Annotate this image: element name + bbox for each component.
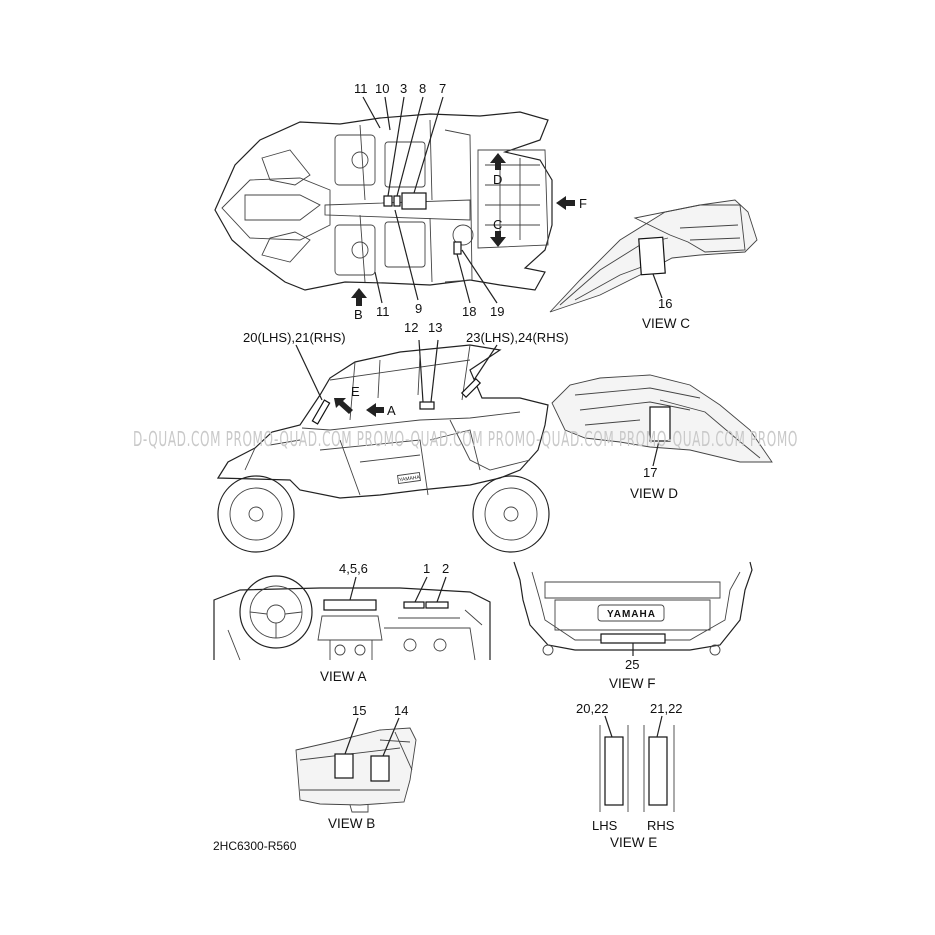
view-e-label-lhs: LHS (592, 818, 618, 833)
view-b-panel (295, 727, 417, 806)
top-callout-10: 10 (375, 81, 389, 96)
decal-marker-14 (370, 755, 390, 782)
decal-marker-12-13 (419, 401, 435, 410)
view-e-callout-21-22: 21,22 (650, 701, 683, 716)
steering-wheel (239, 575, 313, 649)
view-f-badge-label: YAMAHA (607, 609, 656, 620)
decal-marker-16 (638, 236, 666, 276)
watermark: D-QUAD.COM PROMO-QUAD.COM PROMO-QUAD.COM… (133, 427, 798, 451)
top-view-leaders (362, 96, 498, 304)
side-view: YAMAHA 20(LHS),21(RHS) 12 13 23(LHS),24(… (216, 320, 569, 553)
svg-text:D: D (493, 172, 502, 187)
view-d-caption: VIEW D (630, 486, 678, 501)
view-a-callout-4-5-6: 4,5,6 (339, 561, 368, 576)
decal-marker-15 (334, 753, 354, 779)
bottom-callout-11: 11 (376, 304, 390, 319)
view-e-callout-20-22: 20,22 (576, 701, 609, 716)
decal-marker-18 (453, 241, 462, 255)
decal-marker-2 (425, 601, 449, 609)
side-view-badge (397, 471, 421, 485)
view-b: 15 14 VIEW B (295, 703, 417, 831)
view-e-label-rhs: RHS (647, 818, 675, 833)
view-d: 17 VIEW D (551, 374, 773, 501)
view-a-callout-2: 2 (442, 561, 449, 576)
view-a-callout-1: 1 (423, 561, 430, 576)
svg-text:A: A (387, 403, 396, 418)
view-b-caption: VIEW B (328, 816, 375, 831)
decal-marker-8 (393, 195, 401, 207)
arrow-e: E (334, 384, 360, 414)
arrow-d: D (490, 153, 506, 187)
svg-text:B: B (354, 307, 363, 322)
decal-marker-17 (649, 406, 671, 442)
top-view-body-outline (214, 111, 553, 291)
view-f-callout-25: 25 (625, 657, 639, 672)
decal-marker-7 (401, 192, 427, 210)
view-c: 16 VIEW C (549, 199, 758, 331)
view-d-callout-17: 17 (643, 465, 657, 480)
arrow-b: B (351, 288, 367, 322)
side-view-leaders (295, 339, 498, 403)
decal-marker-21-22 (648, 736, 668, 806)
view-c-callout-16: 16 (658, 296, 672, 311)
view-f-badge (597, 604, 665, 622)
bottom-callout-18: 18 (462, 304, 476, 319)
decal-marker-25 (600, 633, 666, 644)
front-wheel (217, 475, 295, 553)
decal-marker-20-21 (311, 399, 331, 425)
svg-text:F: F (579, 196, 587, 211)
view-a-caption: VIEW A (320, 669, 367, 684)
decal-marker-23-24 (460, 377, 482, 399)
bottom-callout-19: 19 (490, 304, 504, 319)
decal-marker-20-22 (604, 736, 624, 806)
svg-text:C: C (493, 217, 502, 232)
side-callout-13: 13 (428, 320, 442, 335)
top-callout-8: 8 (419, 81, 426, 96)
arrow-a: A (366, 403, 396, 418)
view-f-caption: VIEW F (609, 676, 656, 691)
side-callout-23-24: 23(LHS),24(RHS) (466, 330, 569, 345)
view-f: YAMAHA 25 VIEW F (513, 561, 753, 691)
view-c-caption: VIEW C (642, 316, 690, 331)
top-callout-7: 7 (439, 81, 446, 96)
svg-text:E: E (351, 384, 360, 399)
arrow-f: F (556, 196, 587, 211)
view-a-dashboard (213, 587, 491, 660)
view-e-lhs-pillar (599, 725, 629, 812)
view-b-callout-15: 15 (352, 703, 366, 718)
top-view: 11 10 3 8 7 11 9 18 19 B D C F (214, 81, 587, 322)
side-view-body-outline: YAMAHA (216, 344, 549, 499)
side-view-badge-label: YAMAHA (399, 474, 421, 483)
decal-marker-4-5-6 (323, 599, 377, 611)
side-callout-12: 12 (404, 320, 418, 335)
view-e-caption: VIEW E (610, 835, 657, 850)
decal-marker-3 (383, 195, 393, 207)
rear-wheel (472, 475, 550, 553)
top-callout-11: 11 (354, 81, 368, 96)
view-b-callout-14: 14 (394, 703, 408, 718)
diagram-code: 2HC6300-R560 (213, 839, 297, 853)
view-a: 4,5,6 1 2 VIEW A (213, 561, 491, 684)
arrow-c: C (490, 217, 506, 247)
view-e: 20,22 21,22 LHS RHS VIEW E (576, 701, 683, 850)
top-callout-3: 3 (400, 81, 407, 96)
bottom-callout-9: 9 (415, 301, 422, 316)
decal-marker-1 (403, 601, 425, 609)
view-e-rhs-pillar (643, 725, 675, 812)
side-callout-20-21: 20(LHS),21(RHS) (243, 330, 346, 345)
